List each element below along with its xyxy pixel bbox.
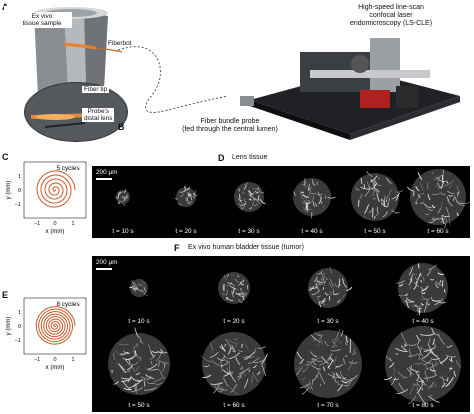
- spiral-plot-e: 8 cycles −1 0 1 1 0 −1 x (mm) y (mm): [6, 297, 87, 371]
- time-label-f-4: t = 50 s: [128, 402, 150, 409]
- time-label-f-1: t = 20 s: [223, 318, 245, 325]
- fiber-bundle-line1: Fiber bundle probe: [200, 118, 260, 125]
- lens-tissue-title: Lens tissue: [232, 154, 268, 161]
- ytick-c-1: 0: [18, 188, 21, 194]
- panel-letter-c: C: [2, 152, 9, 162]
- xlabel-e: x (mm): [46, 365, 65, 371]
- system-line1: High-speed line-scan: [358, 4, 424, 11]
- system-line3: endomicroscopy (LS-CLE): [349, 20, 433, 27]
- panel-letter-e: E: [2, 290, 9, 300]
- lens-tile-0: [115, 189, 130, 206]
- bladder-tissue-strip: 200 μm t = 10 s t = 20 s t = 30 s t = 40…: [92, 256, 470, 412]
- spiral-path-e: [35, 306, 76, 345]
- cycles-e: 8 cycles: [56, 301, 79, 308]
- ytick-e-0: 1: [18, 310, 21, 316]
- scalebar-d: [96, 178, 112, 180]
- scalebar-f: [96, 268, 112, 270]
- ylabel-c: y (mm): [6, 181, 12, 200]
- time-label-f-5: t = 60 s: [223, 402, 245, 409]
- ytick-c-0: 1: [18, 174, 21, 180]
- ytick-e-1: 0: [18, 324, 21, 330]
- scalebar-label-d: 200 μm: [96, 169, 118, 176]
- ex-vivo-label: Ex vivo tissue sample: [12, 12, 72, 28]
- ls-cle-system-photo: [210, 30, 465, 142]
- cycles-c: 5 cycles: [56, 165, 79, 172]
- bladder-tile-4: [108, 327, 170, 395]
- time-label-d-3: t = 40 s: [301, 228, 323, 235]
- lens-tile-2: [234, 182, 266, 212]
- lens-tile-5: [407, 169, 470, 229]
- lens-tile-4: [351, 171, 403, 221]
- lens-tile-1: [175, 185, 198, 207]
- lens-tissue-tiles: [115, 169, 470, 229]
- xtick-c-1: 0: [53, 221, 56, 227]
- panel-letter-f: F: [174, 243, 180, 253]
- ylabel-e: y (mm): [6, 317, 12, 336]
- xtick-c-0: −1: [34, 221, 40, 227]
- bladder-tile-5: [200, 332, 268, 396]
- bladder-tile-1: [218, 272, 250, 304]
- time-label-f-2: t = 30 s: [317, 318, 339, 325]
- fiber-bundle-label: Fiber bundle probe (fed through the cent…: [170, 118, 290, 134]
- xtick-e-1: 0: [53, 357, 56, 363]
- bladder-tile-0: [128, 279, 149, 297]
- bladder-tile-3: [396, 263, 448, 316]
- lens-tile-3: [293, 178, 336, 219]
- ex-vivo-line2: tissue sample: [22, 20, 62, 27]
- xtick-e-0: −1: [34, 357, 40, 363]
- time-label-f-0: t = 10 s: [128, 318, 150, 325]
- scalebar-label-f: 200 μm: [96, 259, 118, 266]
- fiber-cable: [118, 46, 229, 113]
- spiral-plot-c: 5 cycles −1 0 1 1 0 −1 x (mm) y (mm): [6, 161, 87, 235]
- bladder-tile-7: [383, 326, 462, 405]
- time-label-d-2: t = 30 s: [238, 228, 260, 235]
- ytick-c-2: −1: [15, 202, 21, 208]
- panel-letter-b: B: [118, 122, 125, 132]
- xtick-e-2: 1: [71, 357, 74, 363]
- time-label-d-5: t = 60 s: [427, 228, 449, 235]
- time-label-f-7: t = 80 s: [412, 402, 434, 409]
- bladder-tissue-title: Ex vivo human bladder tissue (tumor): [188, 244, 304, 251]
- time-label-d-0: t = 10 s: [112, 228, 134, 235]
- time-label-f-3: t = 40 s: [412, 318, 434, 325]
- system-line2: confocal laser: [369, 12, 413, 19]
- bladder-tile-2: [307, 266, 353, 308]
- time-label-f-6: t = 70 s: [317, 402, 339, 409]
- probe-line1: Probe's: [87, 108, 109, 115]
- xlabel-c: x (mm): [46, 229, 65, 235]
- bladder-tile-6: [294, 328, 362, 398]
- spiral-path-c: [36, 170, 76, 208]
- fiberbot-label: Fiberbot: [108, 40, 132, 47]
- probe-lens-label: Probe's distal lens: [82, 108, 115, 122]
- lens-tissue-strip: 200 μm t = 10 s t = 20 s t = 30 s t = 40…: [92, 166, 470, 238]
- ytick-e-2: −1: [15, 338, 21, 344]
- panel-letter-d: D: [218, 153, 225, 163]
- ex-vivo-line1: Ex vivo: [31, 13, 53, 20]
- fiber-tip-label: Fiber tip: [82, 86, 110, 93]
- fiber-bundle-line2: (fed through the central lumen): [182, 126, 278, 133]
- bladder-tissue-tiles: [108, 263, 462, 405]
- time-label-d-1: t = 20 s: [175, 228, 197, 235]
- system-label: High-speed line-scan confocal laser endo…: [316, 4, 466, 28]
- time-label-d-4: t = 50 s: [364, 228, 386, 235]
- xtick-c-2: 1: [71, 221, 74, 227]
- probe-line2: distal lens: [84, 115, 113, 122]
